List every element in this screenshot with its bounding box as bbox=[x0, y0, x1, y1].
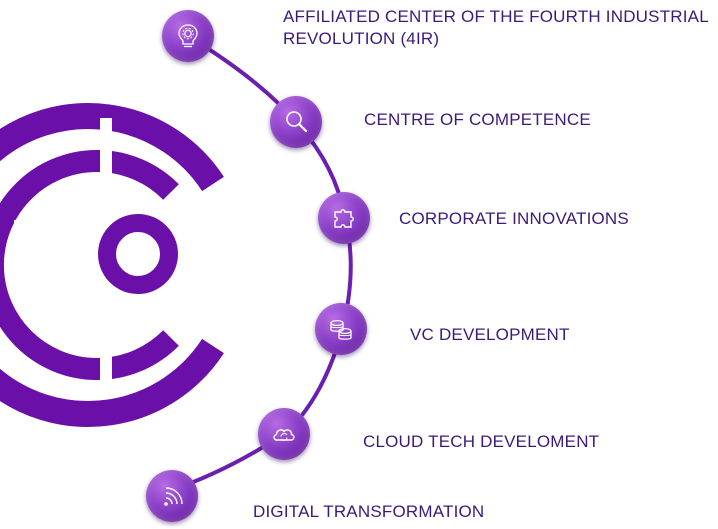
node-4ir bbox=[162, 10, 214, 62]
logo-gap-top bbox=[100, 118, 112, 176]
label-cloud-tech: CLOUD TECH DEVELOMENT bbox=[363, 431, 599, 453]
puzzle-icon bbox=[334, 209, 354, 228]
label-4ir: AFFILIATED CENTER OF THE FOURTH INDUSTRI… bbox=[283, 6, 709, 50]
logo-gap-left-top bbox=[14, 220, 70, 230]
logo-outer-ring bbox=[0, 103, 224, 427]
company-logo bbox=[0, 103, 224, 427]
label-digital-transformation: DIGITAL TRANSFORMATION bbox=[253, 501, 484, 523]
cloud-sync-icon bbox=[273, 429, 295, 441]
logo-inner-ring bbox=[98, 214, 178, 294]
node-digital-transformation bbox=[146, 470, 198, 522]
label-vc-development: VC DEVELOPMENT bbox=[410, 324, 570, 346]
node-corporate-innovations bbox=[318, 192, 370, 244]
label-4ir-line-2: REVOLUTION (4IR) bbox=[283, 29, 440, 48]
magnifier-icon bbox=[286, 111, 308, 133]
node-cloud-tech bbox=[258, 408, 310, 460]
coins-icon bbox=[330, 319, 352, 340]
label-vc-development-text: VC DEVELOPMENT bbox=[410, 325, 570, 344]
wifi-signal-icon bbox=[164, 487, 183, 506]
lightbulb-gear-icon bbox=[178, 24, 198, 48]
node-centre-of-competence bbox=[270, 96, 322, 148]
label-cloud-tech-text: CLOUD TECH DEVELOMENT bbox=[363, 432, 600, 451]
logo-middle-ring bbox=[0, 150, 179, 380]
label-digital-transformation-text: DIGITAL TRANSFORMATION bbox=[253, 502, 485, 521]
label-corporate-innovations: CORPORATE INNOVATIONS bbox=[399, 208, 629, 230]
label-centre-of-competence-text: CENTRE OF COMPETENCE bbox=[364, 110, 591, 129]
label-4ir-line-1: AFFILIATED CENTER OF THE FOURTH INDUSTRI… bbox=[283, 7, 709, 26]
label-corporate-innovations-text: CORPORATE INNOVATIONS bbox=[399, 209, 629, 228]
logo-gap-bottom bbox=[100, 338, 112, 396]
node-vc-development bbox=[315, 303, 367, 355]
label-centre-of-competence: CENTRE OF COMPETENCE bbox=[364, 109, 591, 131]
logo-gap-left-bottom bbox=[14, 278, 70, 288]
